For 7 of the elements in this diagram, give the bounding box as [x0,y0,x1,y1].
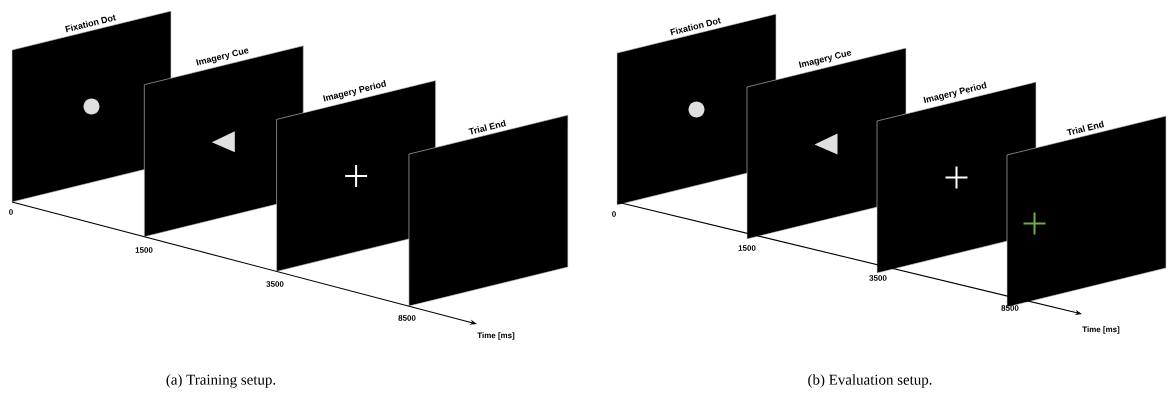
stimulus-screen: Trial End [408,114,569,307]
subfigure-caption: (b) Evaluation setup. [808,374,932,388]
stimulus-screen: Imagery Period [276,80,436,272]
stimulus-screen: Imagery Period [876,81,1037,274]
subfigure-caption: (a) Training setup. [166,374,276,388]
stimulus-screen: Fixation Dot [11,10,172,203]
stimulus-screen: Imagery Cue [144,45,304,237]
